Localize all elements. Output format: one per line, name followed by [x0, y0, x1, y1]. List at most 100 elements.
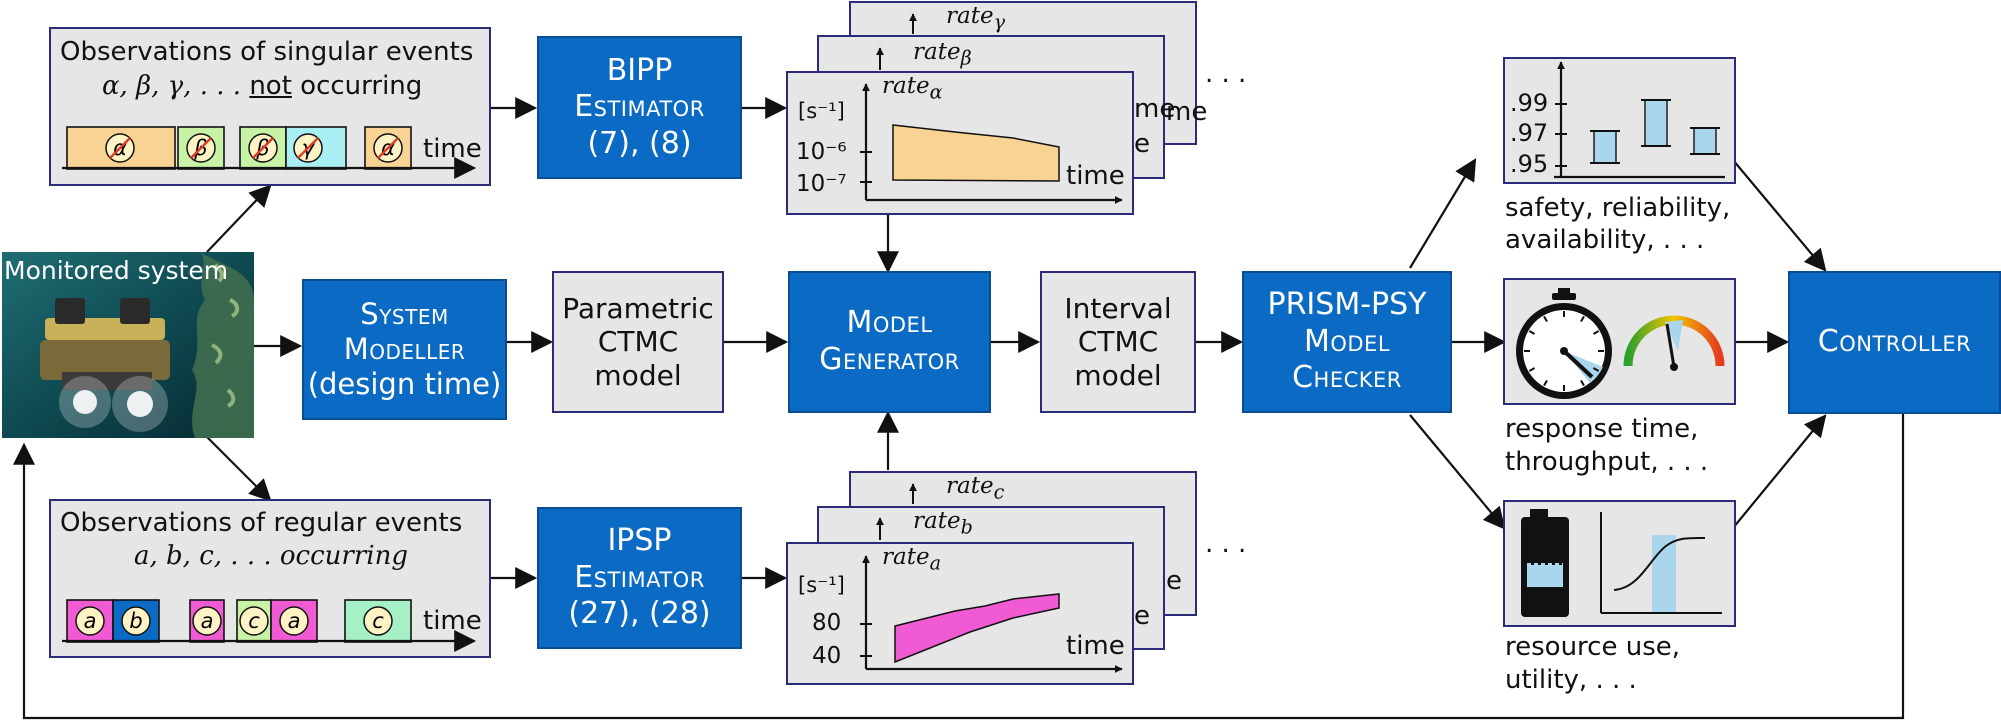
rate-top-continue-dots: . . .	[1205, 59, 1247, 89]
controller-box: Controller	[1788, 271, 2001, 414]
model-generator-box: Model Generator	[788, 271, 991, 413]
parametric-ctmc-box: Parametric CTMC model	[552, 271, 724, 413]
ipsp-subtitle: Estimator	[574, 559, 705, 595]
stopwatch-tick	[1543, 379, 1548, 387]
rate-c-word: rate	[946, 473, 994, 499]
rate-top-fragment-e: e	[1134, 129, 1150, 159]
singular-event-symbols: α, β, γ, . . .	[102, 71, 242, 101]
rate-bottom-tick-40: 40	[812, 643, 842, 669]
stopwatch-tick	[1580, 379, 1585, 387]
rate-top-fragment-me: me	[1134, 94, 1176, 124]
regular-event-marker: a	[279, 606, 309, 636]
rate-alpha-band	[892, 124, 1060, 182]
rate-top-tick-1e-7: 10⁻⁷	[796, 171, 847, 197]
rate-c-sub: c	[993, 480, 1005, 504]
ipsp-title: IPSP	[607, 523, 672, 559]
singular-events-panel: αββγα	[49, 27, 491, 186]
rate-a-band	[894, 593, 1060, 664]
response-caption-1: response time,	[1505, 414, 1699, 444]
regular-event-marker: c	[363, 606, 393, 636]
bipp-estimator-box: BIPP Estimator (7), (8)	[537, 36, 742, 179]
safety-tick-99: .99	[1510, 89, 1549, 117]
rate-bottom-tick-80: 80	[812, 610, 842, 636]
safety-interval-3	[1690, 127, 1720, 155]
regular-event-marker: c	[239, 606, 269, 636]
ipsp-refs: (27), (28)	[568, 596, 711, 632]
monitored-system-image	[2, 252, 254, 438]
regular-event-marker: b	[121, 606, 151, 636]
arrow-resource-to-controller	[1732, 414, 1827, 529]
svg-text:c: c	[248, 609, 260, 633]
safety-interval-1	[1590, 130, 1620, 164]
rate-bottom-unit: [s⁻¹]	[798, 573, 845, 597]
bipp-refs: (7), (8)	[587, 125, 692, 161]
stopwatch-tick	[1580, 315, 1585, 323]
pctmc-line1: Parametric	[562, 292, 714, 326]
safety-caption-2: availability, . . .	[1505, 225, 1705, 255]
utility-curve-icon	[1600, 512, 1722, 614]
interval-ctmc-box: Interval CTMC model	[1040, 271, 1196, 413]
singular-not-word: not	[249, 71, 292, 101]
singular-events-subtitle: α, β, γ, . . . not occurring	[102, 70, 422, 103]
regular-events-title: Observations of regular events	[60, 508, 463, 538]
rate-stack-bottom	[786, 471, 1197, 685]
singular-events-title: Observations of singular events	[60, 37, 474, 67]
singular-event-marker: β	[186, 133, 216, 163]
rate-b-label: rateb	[913, 507, 973, 540]
pctmc-line3: model	[594, 358, 682, 392]
bipp-title: BIPP	[606, 52, 673, 88]
rate-gamma-label: rateγ	[946, 2, 1005, 35]
singular-event-marker: α	[373, 133, 403, 163]
prism-title: PRISM-PSY	[1267, 287, 1427, 323]
safety-tick-95: .95	[1510, 150, 1549, 178]
rate-alpha-word: rate	[882, 73, 930, 99]
regular-time-label: time	[423, 606, 482, 636]
rate-alpha-label: rateα	[882, 72, 943, 105]
rate-bottom-continue-dots: . . .	[1205, 529, 1247, 559]
prism-psy-box: PRISM-PSY Model Checker	[1242, 271, 1452, 413]
rate-gamma-word: rate	[946, 3, 994, 29]
bipp-subtitle: Estimator	[574, 89, 705, 125]
stopwatch-tick	[1543, 315, 1548, 323]
speedometer-gauge-icon	[1623, 315, 1725, 371]
regular-event-marker: a	[75, 606, 105, 636]
safety-caption-1: safety, reliability,	[1505, 193, 1731, 223]
arrow-safety-to-controller	[1732, 159, 1827, 272]
rate-beta-sub: β	[960, 46, 972, 70]
svg-text:b: b	[129, 609, 142, 633]
rate-gamma-sub: γ	[993, 10, 1006, 34]
rate-alpha-sub: α	[929, 80, 943, 104]
arrow-system-to-regular	[206, 436, 272, 502]
rate-top-tick-1e-6: 10⁻⁶	[796, 139, 847, 165]
pctmc-line2: CTMC	[597, 325, 679, 359]
safety-interval-2	[1641, 99, 1671, 147]
svg-text:a: a	[201, 609, 214, 633]
rate-beta-label: rateβ	[913, 38, 972, 71]
ictmc-line2: CTMC	[1077, 325, 1159, 359]
regular-events-subtitle: a, b, c, . . . occurring	[134, 541, 408, 571]
rate-a-word: rate	[882, 544, 930, 570]
arrow-system-to-singular	[206, 184, 272, 253]
rate-beta-word: rate	[913, 39, 961, 65]
model-generator-title: Model	[846, 305, 933, 341]
svg-text:c: c	[372, 609, 384, 633]
system-modeller-title: System	[360, 297, 449, 332]
resource-panel	[1503, 500, 1736, 627]
rate-b-sub: b	[960, 515, 973, 539]
stopwatch-tick	[1528, 367, 1536, 372]
rate-b-word: rate	[913, 508, 961, 534]
resource-caption-1: resource use,	[1505, 632, 1681, 662]
arrow-prism-to-safety	[1409, 158, 1477, 269]
controller-label: Controller	[1817, 324, 1972, 360]
singular-event-marker: γ	[293, 133, 323, 163]
ictmc-line1: Interval	[1064, 292, 1172, 326]
rate-bottom-time-label: time	[1066, 631, 1125, 661]
rate-a-label: ratea	[882, 543, 941, 576]
regular-event-marker: a	[192, 606, 222, 636]
system-modeller-box: System Modeller (design time)	[302, 279, 507, 420]
stopwatch-tick	[1528, 330, 1536, 335]
stopwatch-tick	[1592, 330, 1600, 335]
rate-top-unit: [s⁻¹]	[798, 99, 845, 123]
stopwatch-icon	[1516, 288, 1612, 399]
